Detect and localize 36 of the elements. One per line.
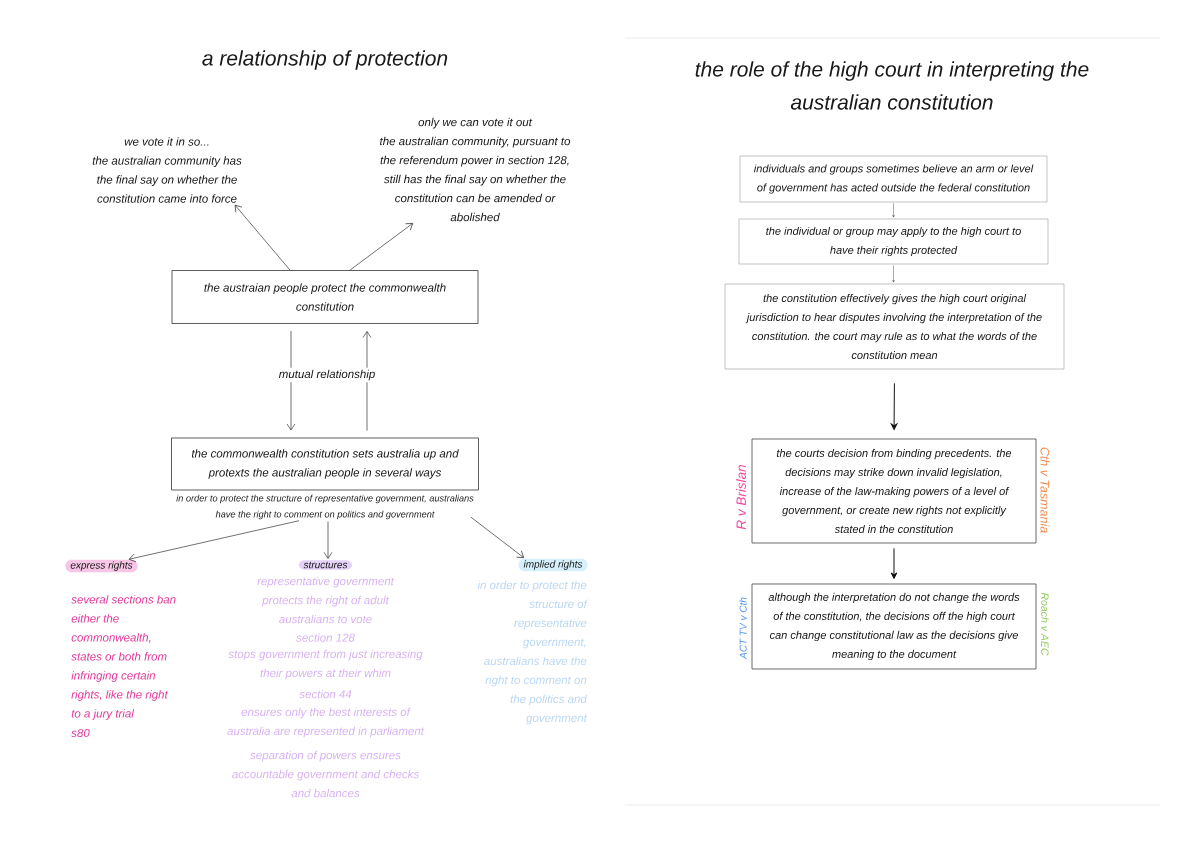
edge-label: mutual relationship (275, 367, 379, 383)
case-name: R v Brislan (736, 465, 746, 530)
body-text: section 44 (299, 689, 352, 699)
category-tag: structures (298, 560, 353, 570)
process-box: the austraian people protect the commonwealth constitution (171, 270, 479, 324)
process-box: the individual or group may apply to the high court to have their rights protected (738, 218, 1049, 265)
arrow (128, 520, 300, 563)
body-text: s80 (71, 728, 90, 738)
case-name: Cth v Tasmania (1040, 447, 1050, 533)
process-box: the courts decision from binding precedents. the decisions may strike down invalid legislation, increase of the law-making powers of a level of government, or create new rights not explicitly stated in the constitution (751, 438, 1037, 544)
case-name: ACT TV v Cth (739, 597, 747, 660)
process-box: although the interpretation do not change the words of the constitution, the decisions off the high court can change constitutional law as the decisions give meaning to the document (751, 583, 1037, 670)
arrow (890, 547, 898, 579)
process-box: the commonwealth constitution sets australia up and protexts the australian people in several ways (171, 437, 479, 491)
body-text: ensures only the best interests of australia are represented in parliament (227, 707, 425, 738)
process-box: the constitution effectively gives the high court original jurisdiction to hear disputes involving the interpretation of the constitution. the court may rule as to what the words of the constitution mean (724, 283, 1065, 370)
body-text: in order to protect the structure of representative government, australians have the right to comment on the politics and government (477, 580, 588, 725)
note-text: only we can vote it out the australian community, pursuant to the referendum power in section 128, still has the final say on whether the constitution can be amended or abolished (380, 117, 571, 222)
page-title: a relationship of protection (202, 50, 448, 70)
body-text: separation of powers ensures accountable government and checks and balances (232, 750, 419, 798)
note-text: we vote it in so... the australian community has the final say on whether the constitution came into force (92, 137, 242, 203)
arrow (349, 223, 414, 271)
arrow (323, 521, 333, 559)
page-title: the role of the high court in interpreting the australian constitution (695, 61, 1089, 110)
arrow (890, 382, 898, 430)
body-text: section 128 (296, 633, 355, 642)
arrow (892, 265, 895, 283)
process-box: individuals and groups sometimes believe an arm or level of government has acted outside the federal constitution (739, 155, 1048, 203)
note-text: in order to protect the structure of representative government, australians have the right to comment on politics and government (176, 494, 474, 520)
case-name: Roach v AEC (1041, 592, 1049, 656)
category-tag: express rights (65, 559, 138, 573)
category-tag: implied rights (518, 558, 588, 572)
arrow (892, 203, 895, 218)
arrow (470, 516, 525, 558)
arrow (234, 204, 291, 271)
arrow (286, 330, 296, 431)
